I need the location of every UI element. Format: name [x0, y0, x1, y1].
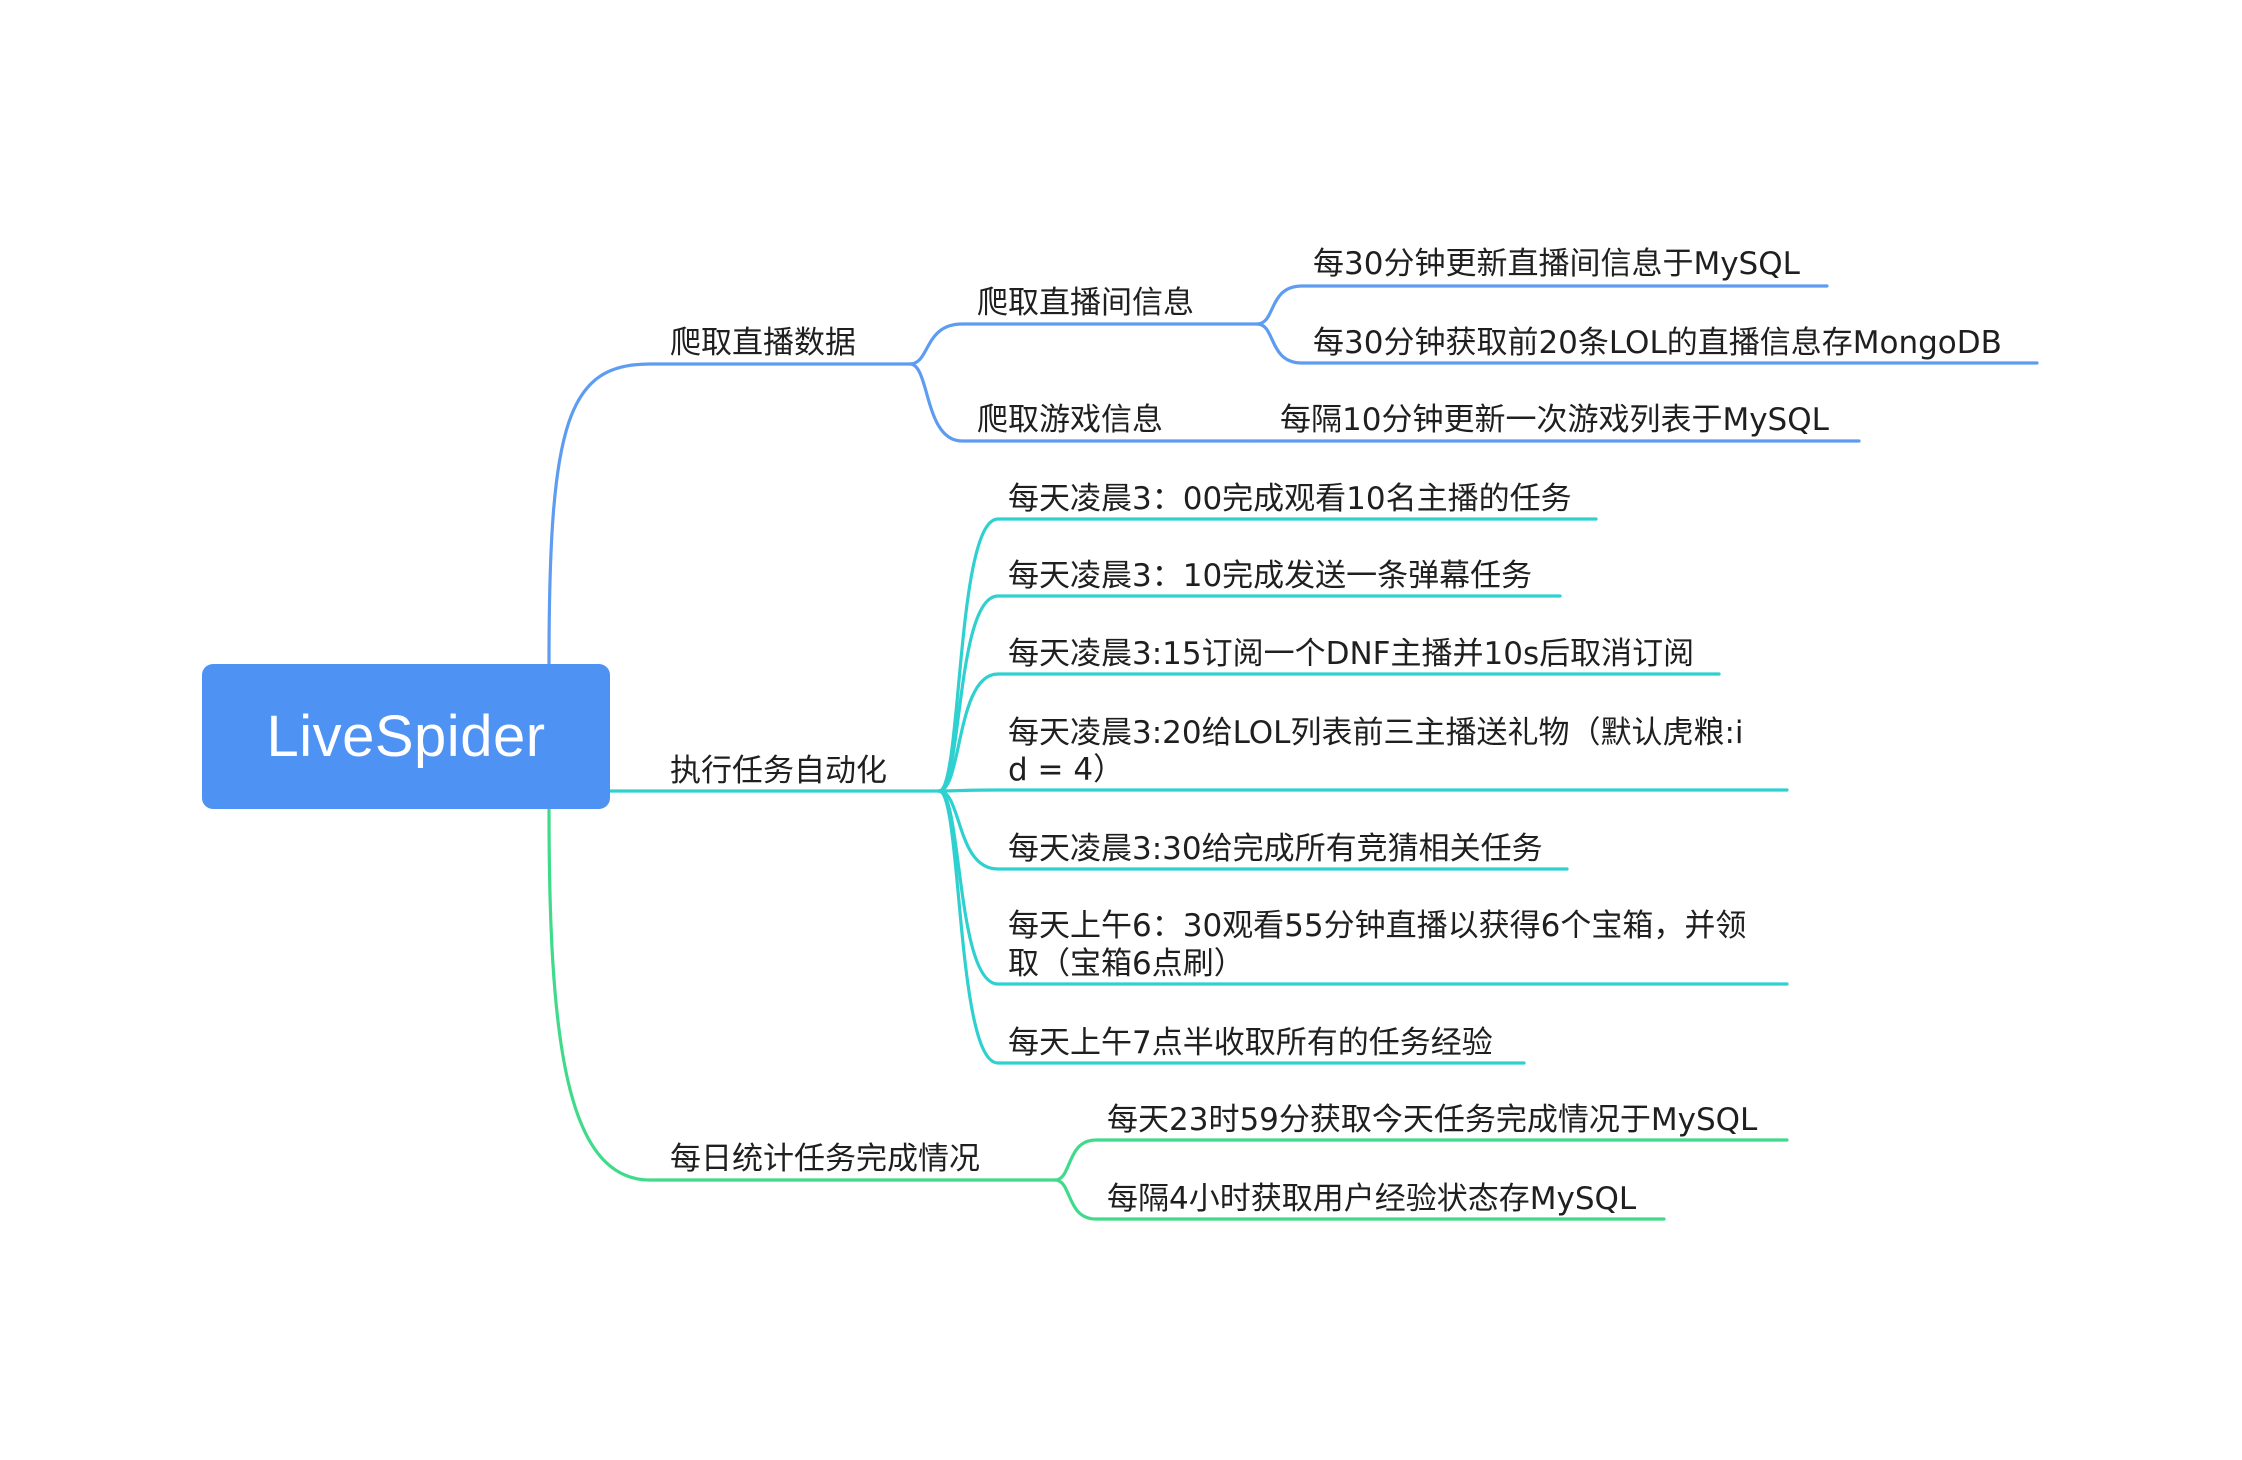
connector-crawl-live-data-to-game-info — [908, 362, 1252, 443]
topic-task-watch-streamers: 每天凌晨3：00完成观看10名主播的任务 — [1008, 481, 1572, 517]
topic-crawl-room-info: 爬取直播间信息 — [977, 285, 1194, 321]
topic-task-send-danmaku: 每天凌晨3：10完成发送一条弹幕任务 — [1008, 558, 1533, 594]
topic-crawl-live-data: 爬取直播数据 — [670, 325, 856, 361]
root-topic: LiveSpider — [202, 664, 610, 809]
topic-task-send-gifts-line-1: 每天凌晨3:20给LOL列表前三主播送礼物（默认虎粮:i — [1008, 715, 1744, 751]
connector-task-automation-to-task-3 — [937, 672, 1721, 793]
topic-crawl-game-info: 爬取游戏信息 — [977, 402, 1163, 438]
topic-daily-task-completion-mysql: 每天23时59分获取今天任务完成情况于MySQL — [1107, 1102, 1758, 1138]
connector-daily-stats-to-task-completion — [1053, 1138, 1789, 1182]
connector-crawl-live-data-to-room-info — [908, 322, 1259, 366]
topic-update-game-list-mysql: 每隔10分钟更新一次游戏列表于MySQL — [1280, 402, 1829, 438]
root-topic-label: LiveSpider — [266, 704, 546, 769]
topic-task-automation: 执行任务自动化 — [670, 753, 887, 789]
topic-daily-stats: 每日统计任务完成情况 — [670, 1141, 980, 1177]
topic-task-guessing: 每天凌晨3:30给完成所有竞猜相关任务 — [1008, 831, 1543, 867]
connector-task-automation-to-task-7 — [937, 789, 1526, 1065]
topic-task-send-gifts-line-2: d = 4） — [1008, 752, 1125, 788]
topic-update-room-info-mysql: 每30分钟更新直播间信息于MySQL — [1313, 246, 1800, 282]
connector-room-info-to-mongodb — [1255, 322, 2039, 365]
connector-room-info-to-update-mysql — [1255, 284, 1829, 326]
connector-task-automation-to-task-4 — [937, 788, 1789, 793]
topic-task-subscribe-dnf: 每天凌晨3:15订阅一个DNF主播并10s后取消订阅 — [1008, 636, 1695, 672]
connector-root-to-crawl-live-data — [547, 362, 912, 666]
topic-user-exp-mysql: 每隔4小时获取用户经验状态存MySQL — [1107, 1181, 1637, 1217]
connector-daily-stats-to-user-exp — [1053, 1178, 1666, 1221]
connector-root-to-daily-stats — [547, 807, 1057, 1182]
topic-fetch-lol-live-mongodb: 每30分钟获取前20条LOL的直播信息存MongoDB — [1313, 325, 2002, 361]
topic-task-treasure-box-line-1: 每天上午6：30观看55分钟直播以获得6个宝箱，并领 — [1008, 908, 1747, 944]
connector-task-automation-to-task-5 — [937, 789, 1569, 871]
topic-task-treasure-box-line-2: 取（宝箱6点刷） — [1008, 946, 1245, 982]
connector-task-automation-to-task-2 — [937, 594, 1562, 793]
topic-task-collect-exp: 每天上午7点半收取所有的任务经验 — [1008, 1025, 1493, 1061]
